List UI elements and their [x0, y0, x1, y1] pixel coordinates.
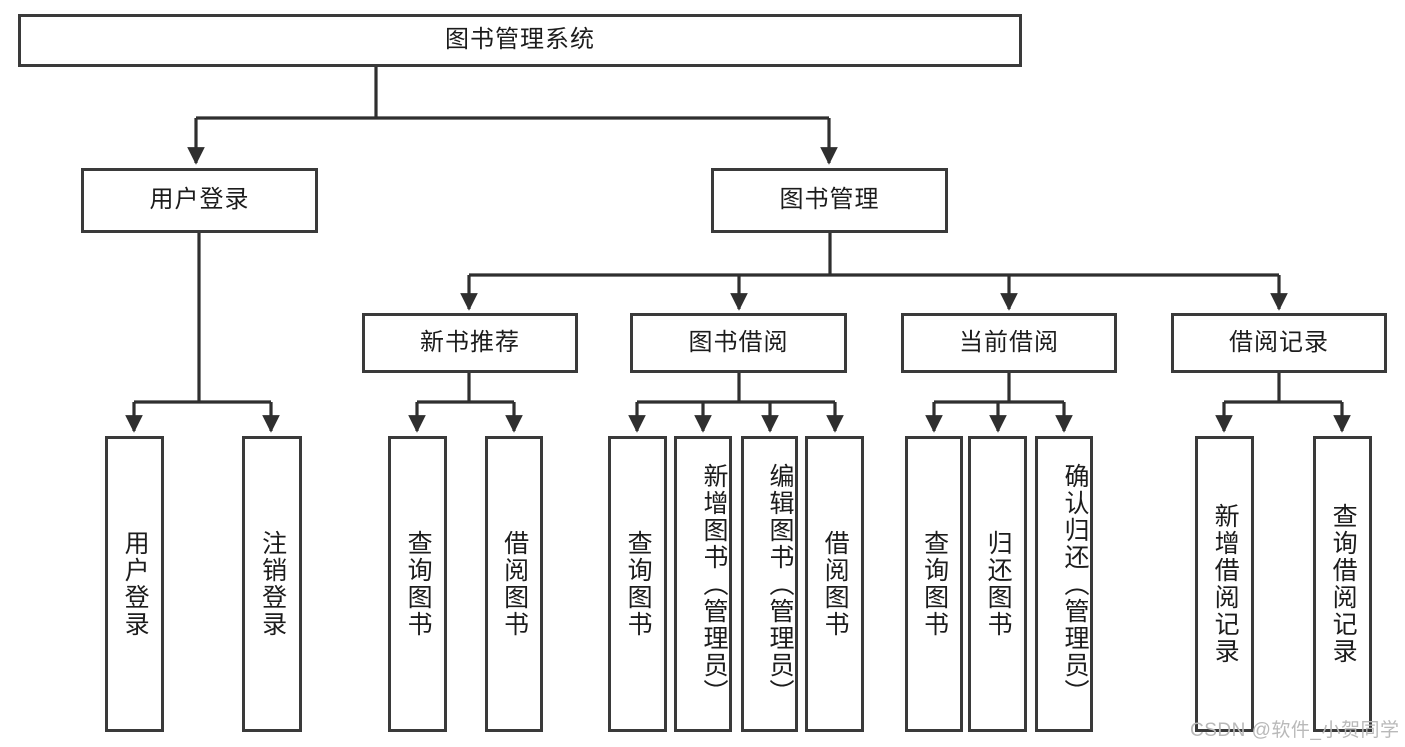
leaf-confirm-return-admin[interactable]: 确认归还（管理员）	[1035, 436, 1093, 732]
leaf-query-book-recommend[interactable]: 查询图书	[388, 436, 447, 732]
leaf-borrow-book-recommend[interactable]: 借阅图书	[485, 436, 543, 732]
node-book-borrow[interactable]: 图书借阅	[630, 313, 847, 373]
node-user-login[interactable]: 用户登录	[81, 168, 318, 233]
leaf-borrow-book[interactable]: 借阅图书	[805, 436, 864, 732]
leaf-edit-book-admin[interactable]: 编辑图书（管理员）	[741, 436, 798, 732]
leaf-user-login[interactable]: 用户登录	[105, 436, 164, 732]
leaf-add-borrow-record[interactable]: 新增借阅记录	[1195, 436, 1254, 732]
node-new-book-recommend[interactable]: 新书推荐	[362, 313, 578, 373]
node-root[interactable]: 图书管理系统	[18, 14, 1022, 67]
leaf-add-book-admin[interactable]: 新增图书（管理员）	[674, 436, 732, 732]
leaf-logout[interactable]: 注销登录	[242, 436, 302, 732]
leaf-query-borrow-record[interactable]: 查询借阅记录	[1313, 436, 1372, 732]
node-current-borrow[interactable]: 当前借阅	[901, 313, 1117, 373]
leaf-return-book[interactable]: 归还图书	[968, 436, 1027, 732]
leaf-query-book-borrow[interactable]: 查询图书	[608, 436, 667, 732]
leaf-query-book-current[interactable]: 查询图书	[905, 436, 963, 732]
csdn-watermark: CSDN @软件_小贺同学	[1190, 720, 1400, 741]
node-book-management[interactable]: 图书管理	[711, 168, 948, 233]
node-borrow-records[interactable]: 借阅记录	[1171, 313, 1387, 373]
